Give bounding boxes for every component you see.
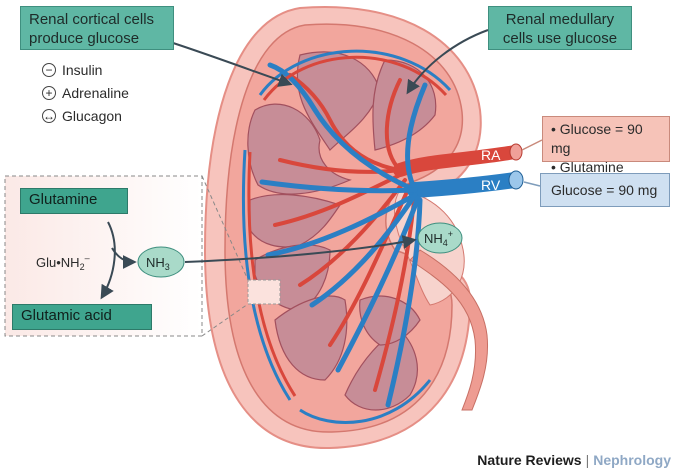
medullary-callout-arrow: [406, 29, 489, 95]
legend-glucagon: ↔ Glucagon: [42, 108, 122, 124]
glutamine-box: Glutamine: [20, 188, 128, 214]
bullet-icon: •: [551, 121, 560, 137]
nh4-ellipse: [417, 222, 463, 254]
nh3-label: NH3: [146, 255, 170, 272]
legend-adrenaline: + Adrenaline: [42, 85, 129, 101]
rv-vessel-end: [508, 170, 524, 190]
rv-callout-line: [523, 181, 541, 187]
journal-credit: Nature Reviews|Nephrology: [477, 452, 671, 468]
ra-vessel-end: [509, 143, 523, 161]
legend-insulin: − Insulin: [42, 62, 102, 78]
glutamic-acid-box: Glutamic acid: [12, 304, 152, 330]
nh3-to-nh4-arrow: [184, 235, 417, 263]
medullary-cells-label: Renal medullary cells use glucose: [488, 6, 632, 50]
ra-callout-line: [521, 139, 543, 151]
minus-icon: −: [42, 63, 56, 77]
nh3-ellipse: [137, 246, 185, 278]
nh4-label: NH4+: [424, 229, 453, 248]
inset-connector-top: [201, 175, 249, 281]
bullet-icon: •: [551, 159, 560, 175]
nh3-release-arrow: [111, 247, 137, 269]
plus-icon: +: [42, 86, 56, 100]
ureter: [409, 249, 489, 411]
rv-label: RV: [481, 177, 501, 193]
cortical-callout-arrow: [169, 41, 293, 87]
bidirectional-arrow-icon: ↔: [42, 109, 56, 123]
rv-info-box: Glucose = 90 mg: [540, 173, 670, 207]
glutamine-to-glutamic-arrow: [100, 221, 116, 300]
glu-nh2-label: Glu•NH2–: [36, 253, 90, 272]
inset-source-region: [247, 279, 281, 305]
inset-connector-bottom: [201, 303, 249, 337]
cortical-cells-label: Renal cortical cells produce glucose: [20, 6, 174, 50]
ra-info-box: • Glucose = 90 mg • Glutamine: [542, 116, 670, 175]
ra-label: RA: [481, 147, 501, 163]
